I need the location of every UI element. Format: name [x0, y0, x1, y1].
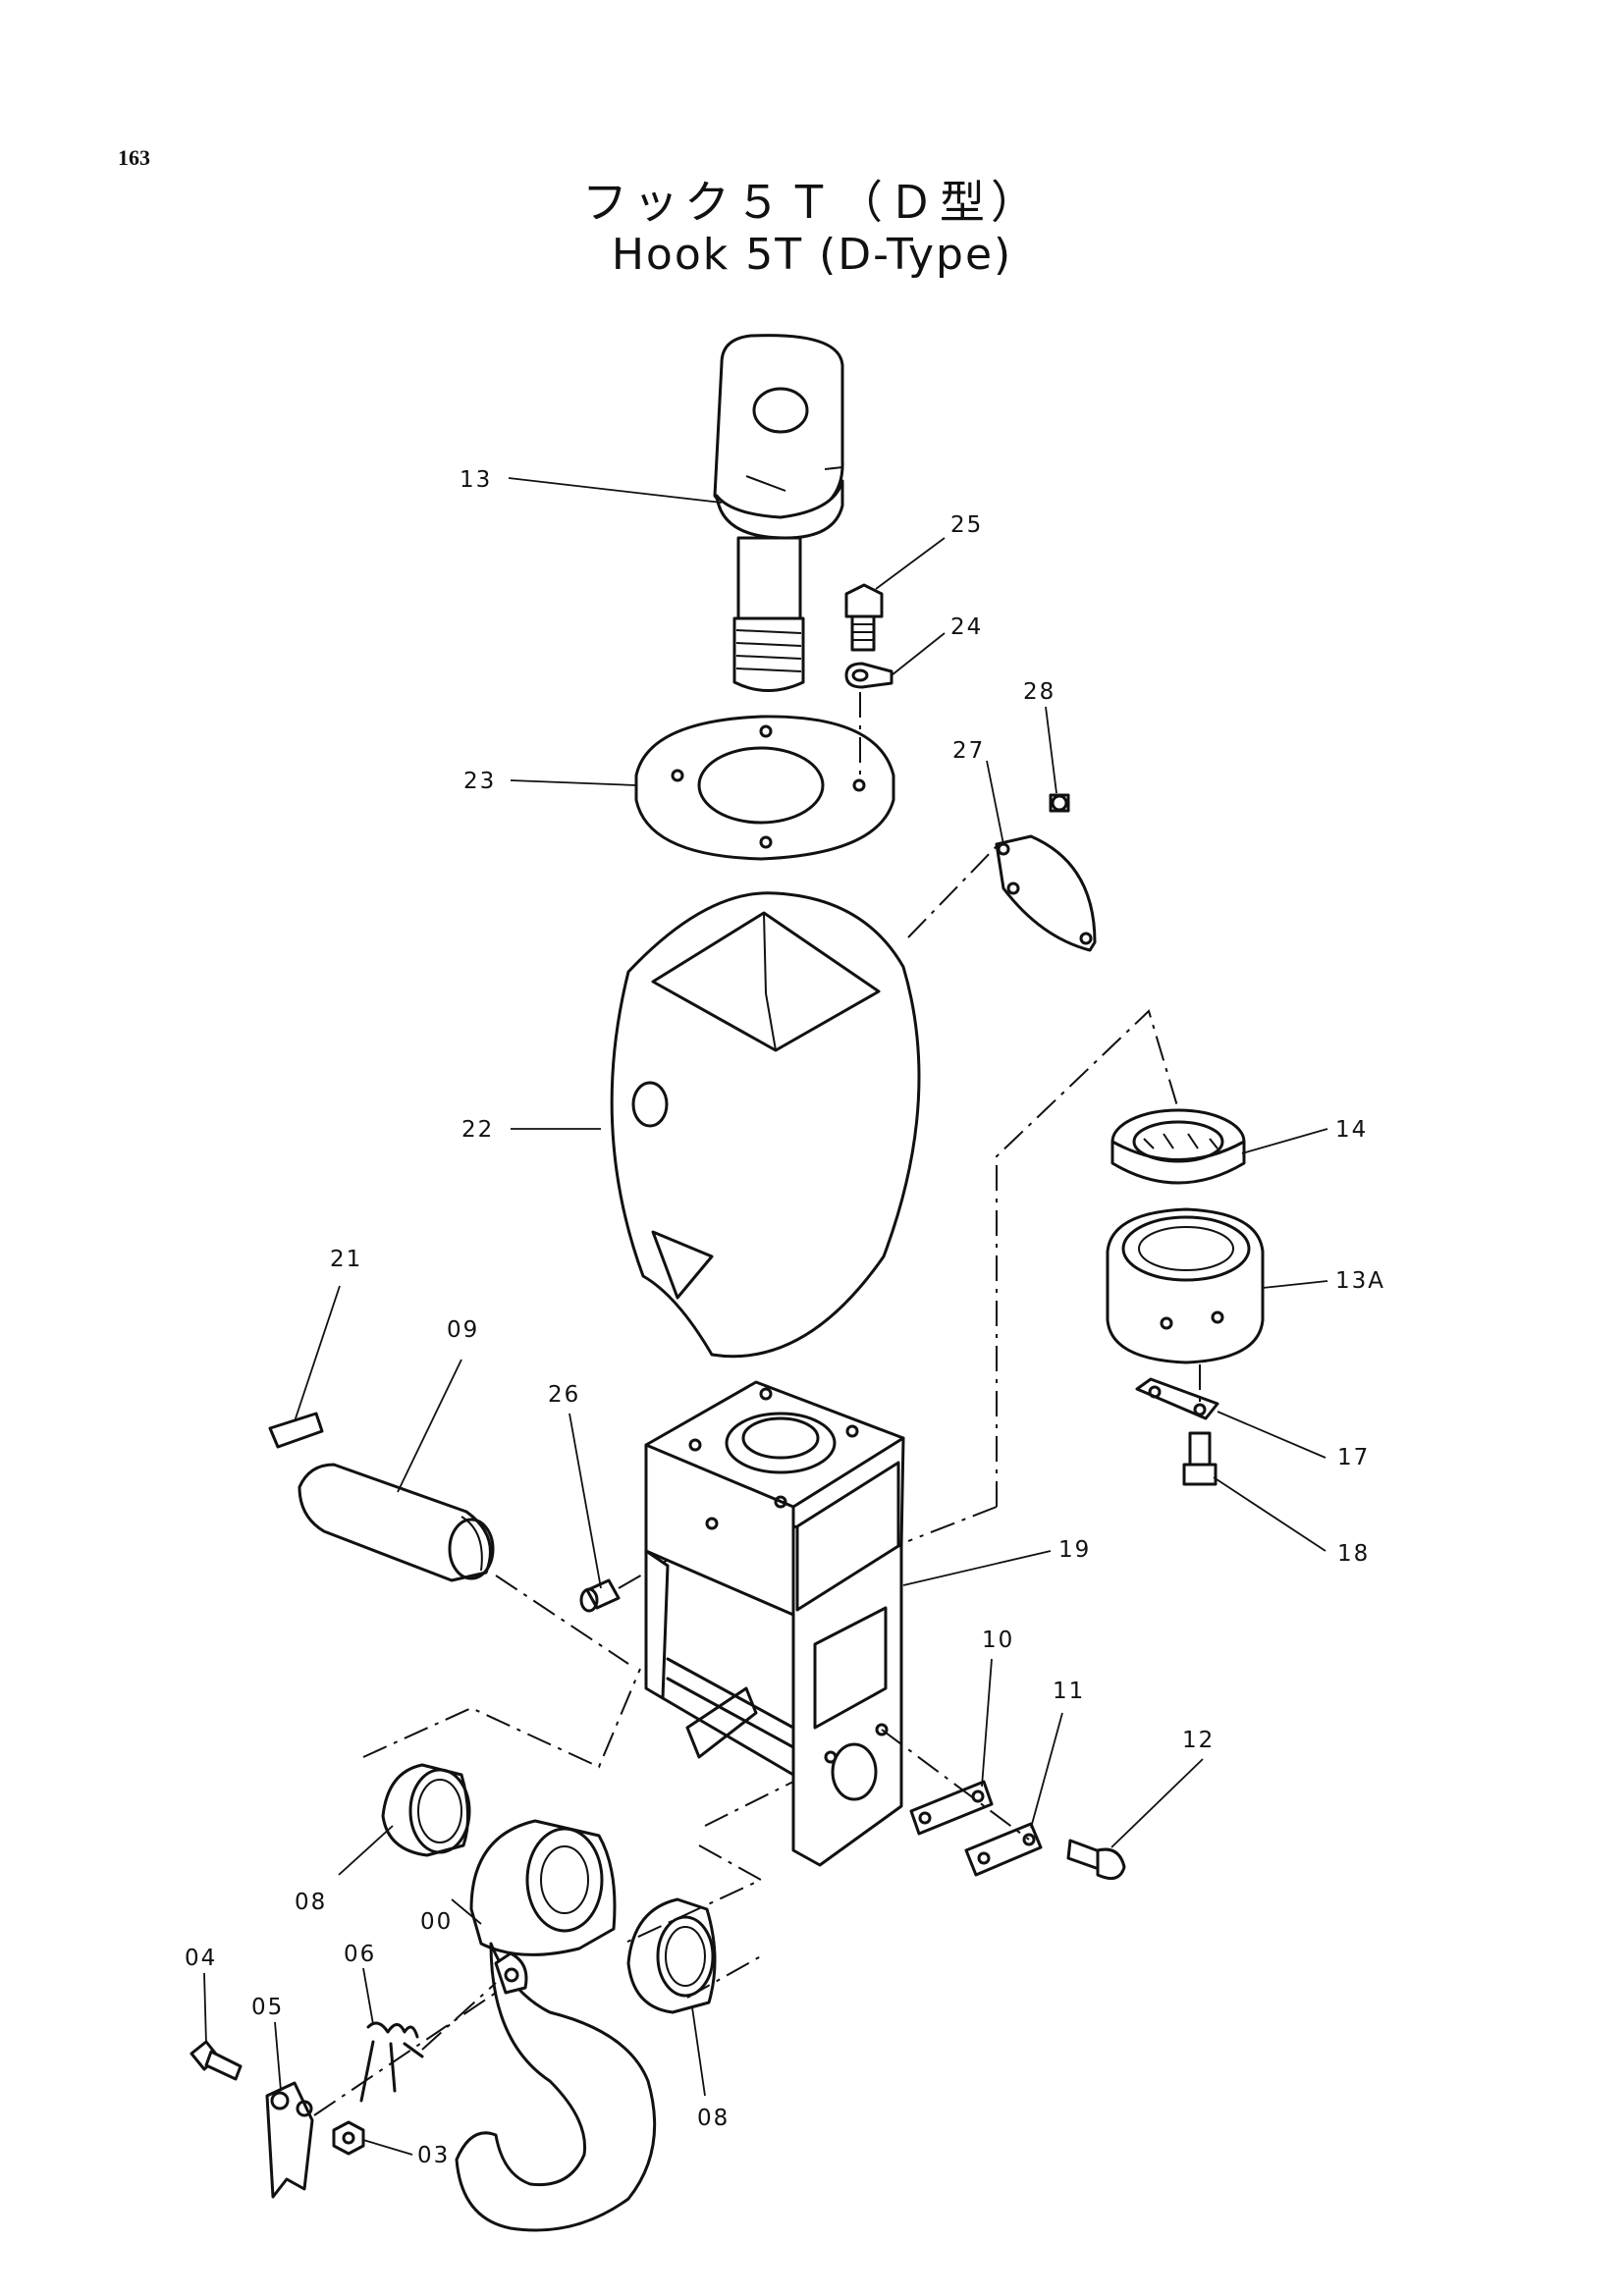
callout-21: 21	[330, 1247, 362, 1272]
part-25-bolt	[844, 583, 884, 652]
page-title-english: Hook 5T (D-Type)	[611, 230, 1013, 280]
part-03-nut	[332, 2120, 365, 2156]
callout-13a: 13A	[1335, 1268, 1385, 1294]
part-17-lock-plate	[1135, 1364, 1219, 1420]
callout-19: 19	[1058, 1537, 1091, 1563]
part-13-hook-shank	[713, 334, 844, 692]
callout-00: 00	[420, 1909, 453, 1935]
callout-11: 11	[1053, 1679, 1085, 1704]
part-18-bolt	[1182, 1431, 1218, 1486]
callout-10: 10	[982, 1628, 1014, 1653]
part-27-cover-plate	[907, 834, 1097, 952]
callout-14: 14	[1335, 1117, 1368, 1143]
part-04-bolt	[189, 2040, 243, 2081]
callout-08-left: 08	[295, 1890, 327, 1915]
callout-03: 03	[417, 2143, 450, 2168]
leader-lines	[203, 477, 1328, 2156]
callout-26: 26	[548, 1382, 580, 1408]
part-22-cover-barrel	[610, 891, 921, 1359]
part-28-screw	[1049, 793, 1070, 813]
part-05-latch	[265, 2081, 314, 2199]
part-23-plate-ring	[634, 692, 895, 861]
callout-08-right: 08	[697, 2106, 730, 2131]
callout-17: 17	[1337, 1445, 1370, 1470]
callout-09: 09	[447, 1317, 479, 1343]
part-00-hook-body	[455, 1819, 657, 2232]
callout-12: 12	[1182, 1728, 1215, 1753]
page-title-japanese: フック５Ｔ（Ｄ型）	[582, 176, 1042, 229]
part-21-key	[268, 1412, 324, 1449]
part-19-frame	[644, 1380, 905, 1867]
part-14-thrust-bearing	[1110, 1108, 1246, 1185]
part-24-lock-washer	[844, 662, 893, 689]
callout-13: 13	[460, 467, 492, 493]
part-09-pin	[298, 1463, 495, 1582]
callout-24: 24	[950, 614, 983, 640]
page-number: 163	[118, 145, 150, 170]
part-08-bushing-left	[381, 1763, 471, 1857]
callout-labels: 13 25 24 28 23 27 22 14 13A 21 09 26 17 …	[185, 467, 1385, 2168]
part-13a-swivel-nut	[1106, 1207, 1265, 1364]
part-12-bolt	[1066, 1839, 1126, 1881]
center-lines	[313, 1009, 1179, 2116]
callout-23: 23	[463, 769, 496, 794]
callout-27: 27	[952, 738, 985, 764]
part-08-bushing-right	[626, 1897, 717, 2014]
part-11-lock-plate	[881, 1729, 1043, 1877]
callout-06: 06	[344, 1942, 376, 1967]
callout-25: 25	[950, 512, 983, 538]
callout-22: 22	[461, 1117, 494, 1143]
callout-18: 18	[1337, 1541, 1370, 1567]
callout-04: 04	[185, 1946, 217, 1971]
callout-28: 28	[1023, 679, 1056, 705]
part-06-spring	[359, 1982, 497, 2103]
part-10-lock-plate	[909, 1780, 994, 1836]
callout-05: 05	[251, 1995, 284, 2020]
